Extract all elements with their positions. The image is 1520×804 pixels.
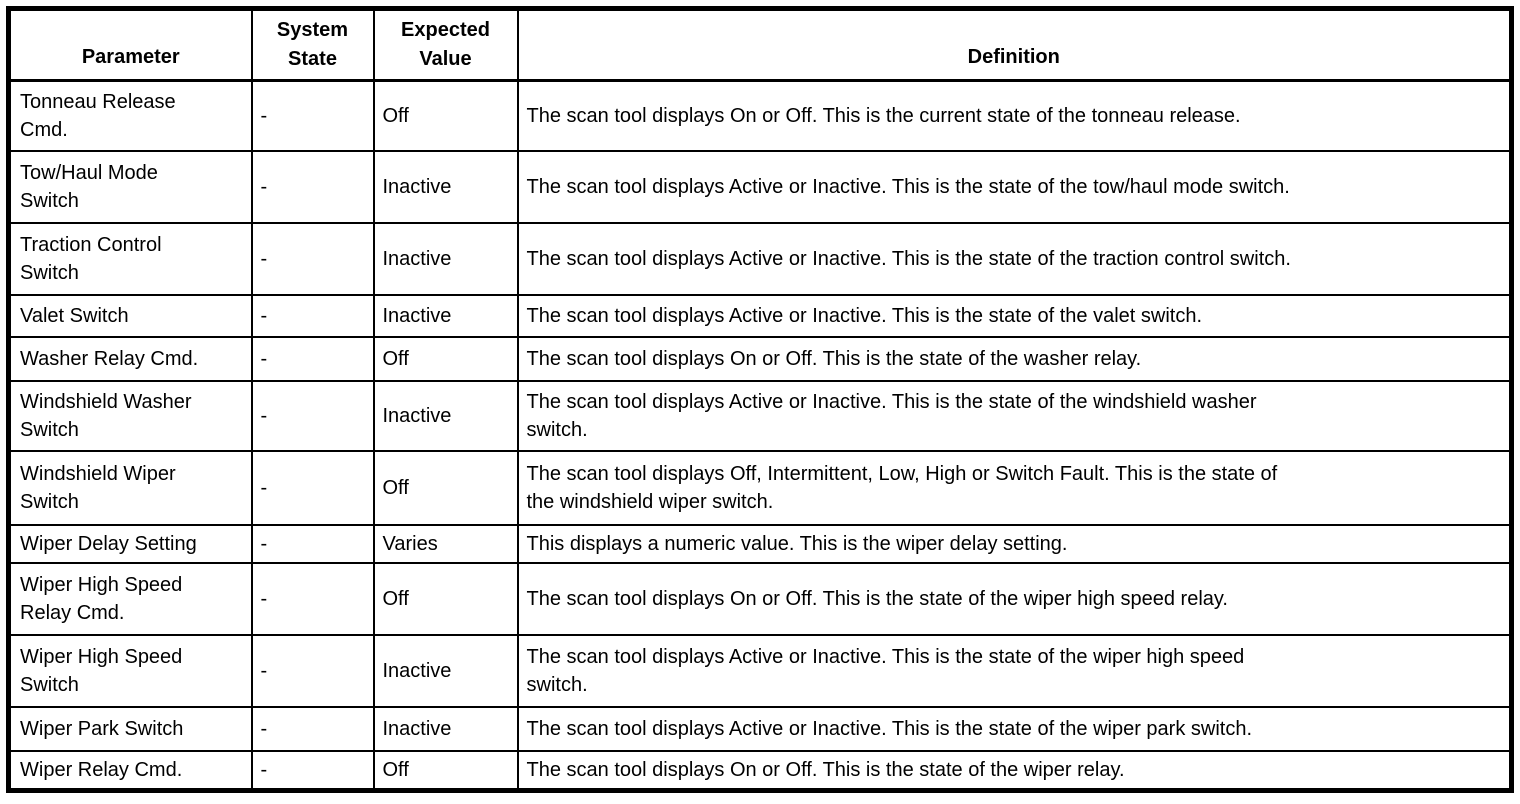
parameter-cell: Wiper High Speed Switch (7, 633, 253, 708)
system-state-cell: - (250, 449, 375, 526)
expected-value-cell: Inactive (372, 149, 519, 224)
expected-value-cell: Off (372, 561, 519, 636)
parameter-cell: Wiper Park Switch (7, 705, 253, 752)
table-row: Wiper Delay Setting - Varies This displa… (7, 523, 1513, 564)
system-state-cell: - (250, 705, 375, 752)
system-state-cell: - (250, 633, 375, 708)
definition-cell: The scan tool displays Active or Inactiv… (516, 221, 1513, 296)
parameter-cell: Wiper Relay Cmd. (7, 749, 253, 792)
table-row: Windshield Washer Switch - Inactive The … (7, 379, 1513, 452)
table-row: Tonneau Release Cmd. - Off The scan tool… (7, 79, 1513, 152)
table-row: Wiper Relay Cmd. - Off The scan tool dis… (7, 749, 1513, 792)
col-header-system-state: System State (250, 7, 375, 82)
table-row: Wiper High Speed Switch - Inactive The s… (7, 633, 1513, 708)
scan-tool-parameters-table: Parameter System State Expected Value De… (6, 6, 1514, 793)
system-state-cell: - (250, 749, 375, 792)
definition-cell: The scan tool displays Active or Inactiv… (516, 705, 1513, 752)
col-header-expected-value: Expected Value (372, 7, 519, 82)
parameter-cell: Windshield Washer Switch (7, 379, 253, 452)
definition-cell: The scan tool displays Off, Intermittent… (516, 449, 1513, 526)
definition-cell: The scan tool displays Active or Inactiv… (516, 379, 1513, 452)
parameter-cell: Wiper Delay Setting (7, 523, 253, 564)
system-state-cell: - (250, 79, 375, 152)
definition-cell: The scan tool displays Active or Inactiv… (516, 633, 1513, 708)
parameter-cell: Traction Control Switch (7, 221, 253, 296)
definition-cell: This displays a numeric value. This is t… (516, 523, 1513, 564)
parameter-cell: Windshield Wiper Switch (7, 449, 253, 526)
definition-cell: The scan tool displays On or Off. This i… (516, 335, 1513, 382)
system-state-cell: - (250, 335, 375, 382)
table-row: Valet Switch - Inactive The scan tool di… (7, 293, 1513, 338)
expected-value-cell: Inactive (372, 705, 519, 752)
system-state-cell: - (250, 149, 375, 224)
expected-value-cell: Off (372, 335, 519, 382)
system-state-cell: - (250, 523, 375, 564)
expected-value-cell: Inactive (372, 293, 519, 338)
table-row: Washer Relay Cmd. - Off The scan tool di… (7, 335, 1513, 382)
parameter-cell: Washer Relay Cmd. (7, 335, 253, 382)
expected-value-cell: Off (372, 749, 519, 792)
system-state-cell: - (250, 221, 375, 296)
col-header-parameter: Parameter (7, 7, 253, 82)
parameter-cell: Wiper High Speed Relay Cmd. (7, 561, 253, 636)
definition-cell: The scan tool displays On or Off. This i… (516, 561, 1513, 636)
table-row: Traction Control Switch - Inactive The s… (7, 221, 1513, 296)
expected-value-cell: Off (372, 79, 519, 152)
col-header-definition: Definition (516, 7, 1513, 82)
expected-value-cell: Inactive (372, 221, 519, 296)
expected-value-cell: Off (372, 449, 519, 526)
table-row: Wiper High Speed Relay Cmd. - Off The sc… (7, 561, 1513, 636)
parameter-cell: Tow/Haul Mode Switch (7, 149, 253, 224)
table-row: Tow/Haul Mode Switch - Inactive The scan… (7, 149, 1513, 224)
system-state-cell: - (250, 293, 375, 338)
table-row: Wiper Park Switch - Inactive The scan to… (7, 705, 1513, 752)
expected-value-cell: Inactive (372, 379, 519, 452)
expected-value-cell: Varies (372, 523, 519, 564)
table-row: Windshield Wiper Switch - Off The scan t… (7, 449, 1513, 526)
system-state-cell: - (250, 379, 375, 452)
table-header-row: Parameter System State Expected Value De… (7, 7, 1513, 82)
parameter-cell: Valet Switch (7, 293, 253, 338)
parameter-cell: Tonneau Release Cmd. (7, 79, 253, 152)
definition-cell: The scan tool displays Active or Inactiv… (516, 293, 1513, 338)
definition-cell: The scan tool displays On or Off. This i… (516, 749, 1513, 792)
system-state-cell: - (250, 561, 375, 636)
expected-value-cell: Inactive (372, 633, 519, 708)
definition-cell: The scan tool displays Active or Inactiv… (516, 149, 1513, 224)
definition-cell: The scan tool displays On or Off. This i… (516, 79, 1513, 152)
